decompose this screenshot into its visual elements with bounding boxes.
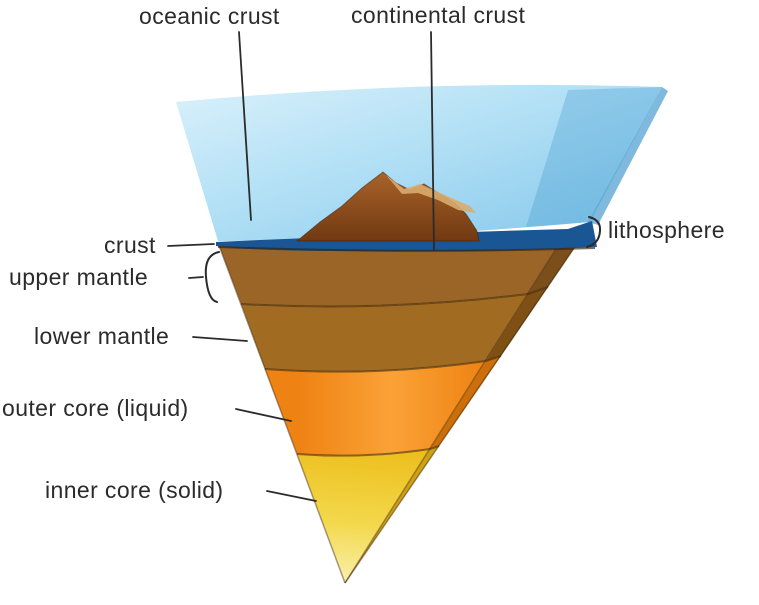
outer-core-left-face [265, 361, 486, 456]
wedge-left-edge [217, 242, 346, 584]
wedge-right-edge [344, 221, 593, 584]
label-crust: crust [104, 232, 156, 258]
wedge-center-edge [344, 229, 569, 584]
outer-core-right-face [430, 356, 501, 449]
leader-crust [167, 243, 215, 247]
label-oceanic-crust: oceanic crust [139, 3, 280, 29]
label-outer-core: outer core (liquid) [2, 395, 189, 421]
inner-core-right-face [345, 446, 439, 583]
boundary-upper-lower-mantle [240, 286, 549, 308]
boundary-outer-inner-core [296, 445, 440, 457]
label-lithosphere: lithosphere [608, 217, 725, 243]
lower-mantle-left-face [241, 294, 528, 372]
inner-core-left-face [297, 449, 430, 583]
leader-outer-core [235, 408, 292, 422]
boundary-mantle-outer-core [264, 355, 502, 373]
leader-inner-core [266, 490, 317, 502]
lower-mantle-right-face [486, 287, 548, 361]
ocean-right-edge [588, 87, 668, 225]
lithosphere-bracket [586, 216, 602, 248]
upper-mantle-bracket [204, 251, 220, 303]
ocean-surface-right-shade [526, 87, 662, 227]
ocean-surface [176, 84, 662, 241]
label-upper-mantle: upper mantle [9, 264, 149, 290]
leader-continental-crust [430, 31, 435, 251]
leader-oceanic-crust [238, 31, 252, 221]
mountain-highlight [386, 175, 476, 213]
leader-lower-mantle [192, 336, 248, 342]
label-inner-core: inner core (solid) [45, 477, 224, 503]
leader-upper-mantle [188, 276, 204, 279]
label-continental-crust: continental crust [351, 2, 526, 28]
label-lower-mantle: lower mantle [34, 323, 170, 349]
crust-underline [217, 246, 596, 252]
